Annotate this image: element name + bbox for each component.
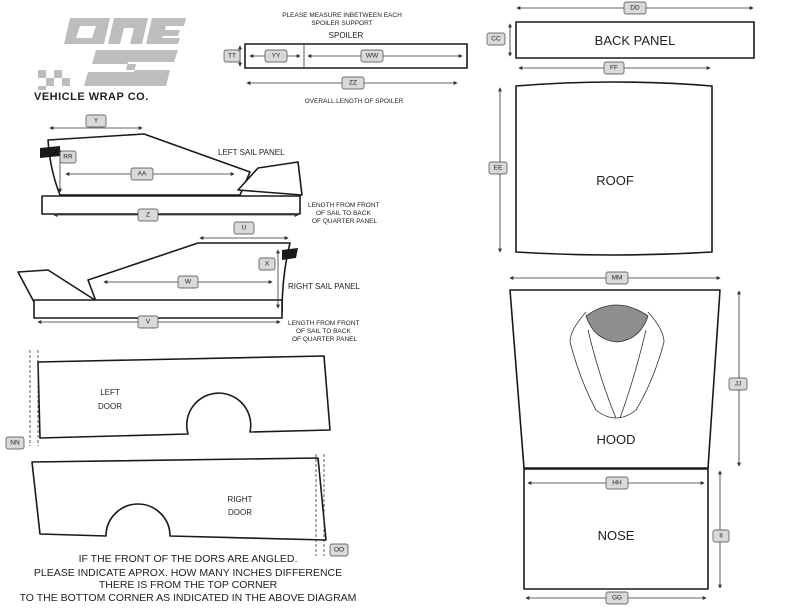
roof-title: ROOF (596, 173, 634, 188)
left-door-section: LEFT DOOR NN (5, 350, 331, 450)
nose-title: NOSE (598, 528, 635, 543)
nose-section: NOSE HH II GG (523, 468, 730, 605)
left-door-label-line1: LEFT (100, 388, 120, 397)
right-sail-panel-section: RIGHT SAIL PANEL LENGTH FROM FRONT OF SA… (17, 221, 360, 343)
left-sail-body (41, 195, 301, 215)
tag-oo: OO (329, 543, 349, 557)
hood-scoop-inner (587, 329, 647, 419)
right-sail-body (33, 299, 283, 319)
tag-ff: FF (603, 61, 625, 75)
footer-line4: TO THE BOTTOM CORNER AS INDICATED IN THE… (20, 592, 357, 604)
tag-hh: HH (605, 476, 629, 490)
left-sail-note-line1: LENGTH FROM FRONT (308, 202, 380, 209)
right-door-section: RIGHT DOOR OO (31, 454, 349, 557)
logo-tagline: VEHICLE WRAP CO. (34, 91, 149, 103)
spoiler-note-line1: PLEASE MEASURE INBETWEEN EACH (282, 12, 402, 19)
footer-line3: THERE IS FROM THE TOP CORNER (99, 579, 278, 591)
svg-text:TT: TT (228, 53, 236, 60)
tag-w: W (177, 275, 199, 289)
svg-text:Z: Z (146, 212, 150, 219)
brand-logo: VEHICLE WRAP CO. (34, 18, 186, 103)
footer-line1: IF THE FRONT OF THE DORS ARE ANGLED. (79, 553, 298, 565)
svg-text:OO: OO (334, 547, 344, 554)
tag-z: Z (137, 208, 159, 222)
left-door-outline (37, 355, 331, 439)
tag-gg: GG (605, 591, 629, 605)
svg-text:AA: AA (138, 171, 147, 178)
tag-ii: II (712, 529, 730, 543)
tag-rr: RR (59, 150, 77, 164)
svg-text:NN: NN (10, 440, 20, 447)
left-sail-outline (47, 133, 251, 196)
spoiler-section: PLEASE MEASURE INBETWEEN EACH SPOILER SU… (223, 12, 468, 105)
svg-text:GG: GG (612, 595, 622, 602)
svg-text:RR: RR (63, 154, 73, 161)
svg-text:X: X (265, 261, 270, 268)
svg-text:DD: DD (630, 5, 640, 12)
left-sail-stripe (40, 146, 60, 158)
tag-aa: AA (130, 167, 154, 181)
door-angle-instructions: IF THE FRONT OF THE DORS ARE ANGLED. PLE… (20, 553, 357, 604)
right-door-label-line1: RIGHT (228, 495, 253, 504)
svg-text:FF: FF (610, 65, 618, 72)
svg-text:WW: WW (366, 53, 379, 60)
tag-u: U (233, 221, 255, 235)
tag-yy: YY (264, 49, 288, 63)
left-sail-panel-section: LEFT SAIL PANEL LENGTH FROM FRONT OF SAI… (40, 114, 380, 225)
tag-zz: ZZ (341, 76, 365, 90)
svg-text:U: U (242, 225, 247, 232)
right-sail-stripe (282, 248, 298, 260)
tag-nn: NN (5, 436, 25, 450)
svg-text:Y: Y (94, 118, 99, 125)
back-panel-title: BACK PANEL (595, 33, 676, 48)
tag-x: X (258, 257, 276, 271)
left-sail-title: LEFT SAIL PANEL (218, 148, 285, 157)
svg-text:EE: EE (494, 165, 503, 172)
back-panel-section: BACK PANEL DD CC (486, 1, 755, 59)
right-sail-note-line1: LENGTH FROM FRONT (288, 320, 360, 327)
hood-outline (509, 289, 721, 469)
spoiler-note-line2: SPOILER SUPPORT (311, 20, 372, 27)
logo-mark-graphic (38, 18, 186, 90)
right-sail-note-line3: OF QUARTER PANEL (292, 336, 358, 343)
svg-text:ZZ: ZZ (349, 80, 357, 87)
right-sail-title: RIGHT SAIL PANEL (288, 282, 360, 291)
left-sail-note-line3: OF QUARTER PANEL (312, 218, 378, 225)
hood-section: HOOD MM JJ (509, 271, 748, 469)
left-sail-fin (237, 161, 303, 196)
back-panel-outline (515, 21, 755, 59)
svg-text:CC: CC (491, 36, 501, 43)
svg-text:MM: MM (612, 275, 623, 282)
tag-jj: JJ (728, 377, 748, 391)
right-door-label-line2: DOOR (228, 508, 252, 517)
hood-scoop-opening (585, 304, 649, 343)
right-sail-fin (17, 269, 99, 303)
tag-ee: EE (488, 161, 508, 175)
roof-outline (515, 81, 713, 256)
tag-cc: CC (486, 32, 506, 46)
tag-mm: MM (605, 271, 629, 285)
tag-dd: DD (623, 1, 647, 15)
svg-text:JJ: JJ (735, 381, 742, 388)
svg-text:YY: YY (272, 53, 281, 60)
svg-text:II: II (719, 533, 723, 540)
tag-ww: WW (360, 49, 384, 63)
tag-y: Y (85, 114, 107, 128)
right-sail-note-line2: OF SAIL TO BACK (296, 328, 351, 335)
hood-title: HOOD (597, 432, 636, 447)
svg-text:V: V (146, 319, 151, 326)
roof-section: ROOF FF EE (488, 61, 713, 256)
svg-text:HH: HH (612, 480, 622, 487)
svg-text:W: W (185, 279, 192, 286)
footer-line2: PLEASE INDICATE APROX. HOW MANY INCHES D… (34, 567, 342, 579)
tag-v: V (137, 315, 159, 329)
tag-tt: TT (223, 49, 241, 63)
left-door-label-line2: DOOR (98, 402, 122, 411)
spoiler-title: SPOILER (329, 31, 364, 40)
left-sail-note-line2: OF SAIL TO BACK (316, 210, 371, 217)
spoiler-overall-note: OVERALL LENGTH OF SPOILER (305, 98, 404, 105)
right-door-outline (31, 457, 327, 541)
